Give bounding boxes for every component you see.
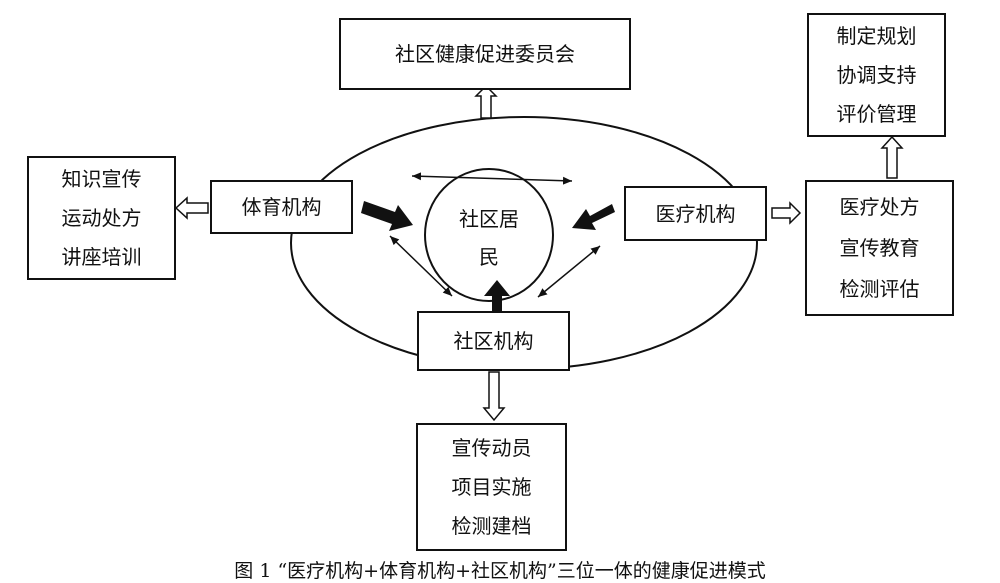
sports-services-box: 知识宣传 运动处方 讲座培训 bbox=[27, 156, 176, 280]
bold-arrow-from-medical bbox=[572, 204, 615, 230]
committee-label: 社区健康促进委员会 bbox=[395, 42, 575, 66]
medical-org-box: 医疗机构 bbox=[624, 186, 767, 241]
bold-arrow-from-sports bbox=[361, 201, 413, 231]
medical-services-line-1: 医疗处方 bbox=[839, 194, 920, 219]
committee-box: 社区健康促进委员会 bbox=[339, 18, 631, 90]
planning-line-2: 协调支持 bbox=[836, 62, 917, 87]
hollow-arrow-up-planning bbox=[880, 135, 904, 179]
community-org-box: 社区机构 bbox=[417, 311, 570, 371]
medical-org-label: 医疗机构 bbox=[655, 201, 736, 226]
community-services-line-2: 项目实施 bbox=[451, 474, 532, 499]
medical-services-line-3: 检测评估 bbox=[839, 276, 920, 301]
bold-arrow-from-community bbox=[484, 280, 510, 326]
medical-services-line-2: 宣传教育 bbox=[839, 235, 920, 260]
residents-circle bbox=[424, 168, 554, 302]
hollow-arrow-down-community bbox=[482, 371, 506, 422]
planning-line-3: 评价管理 bbox=[836, 101, 917, 126]
sports-org-box: 体育机构 bbox=[210, 180, 353, 234]
medical-services-box: 医疗处方 宣传教育 检测评估 bbox=[805, 180, 954, 316]
residents-line-2: 民 bbox=[479, 245, 499, 269]
community-services-line-3: 检测建档 bbox=[451, 513, 532, 538]
residents-line-1: 社区居 bbox=[459, 207, 519, 231]
residents-label: 社区居 民 bbox=[439, 200, 539, 276]
hollow-arrow-right-medical bbox=[771, 201, 802, 225]
double-arrow-left-down bbox=[389, 235, 453, 297]
community-org-label: 社区机构 bbox=[453, 329, 534, 353]
community-services-box: 宣传动员 项目实施 检测建档 bbox=[416, 423, 567, 551]
sports-services-line-3: 讲座培训 bbox=[61, 244, 142, 269]
double-arrow-top bbox=[411, 172, 573, 185]
sports-services-line-1: 知识宣传 bbox=[61, 166, 142, 191]
hollow-arrow-up-committee bbox=[474, 84, 498, 119]
hollow-arrow-left-sports bbox=[174, 196, 209, 220]
planning-line-1: 制定规划 bbox=[836, 23, 917, 48]
community-services-line-1: 宣传动员 bbox=[451, 435, 532, 460]
sports-org-label: 体育机构 bbox=[241, 195, 322, 219]
sports-services-line-2: 运动处方 bbox=[61, 205, 142, 230]
figure-caption: 图 1 “医疗机构+体育机构+社区机构”三位一体的健康促进模式 bbox=[234, 560, 766, 582]
double-arrow-right-down bbox=[537, 245, 601, 298]
planning-box: 制定规划 协调支持 评价管理 bbox=[807, 13, 946, 137]
